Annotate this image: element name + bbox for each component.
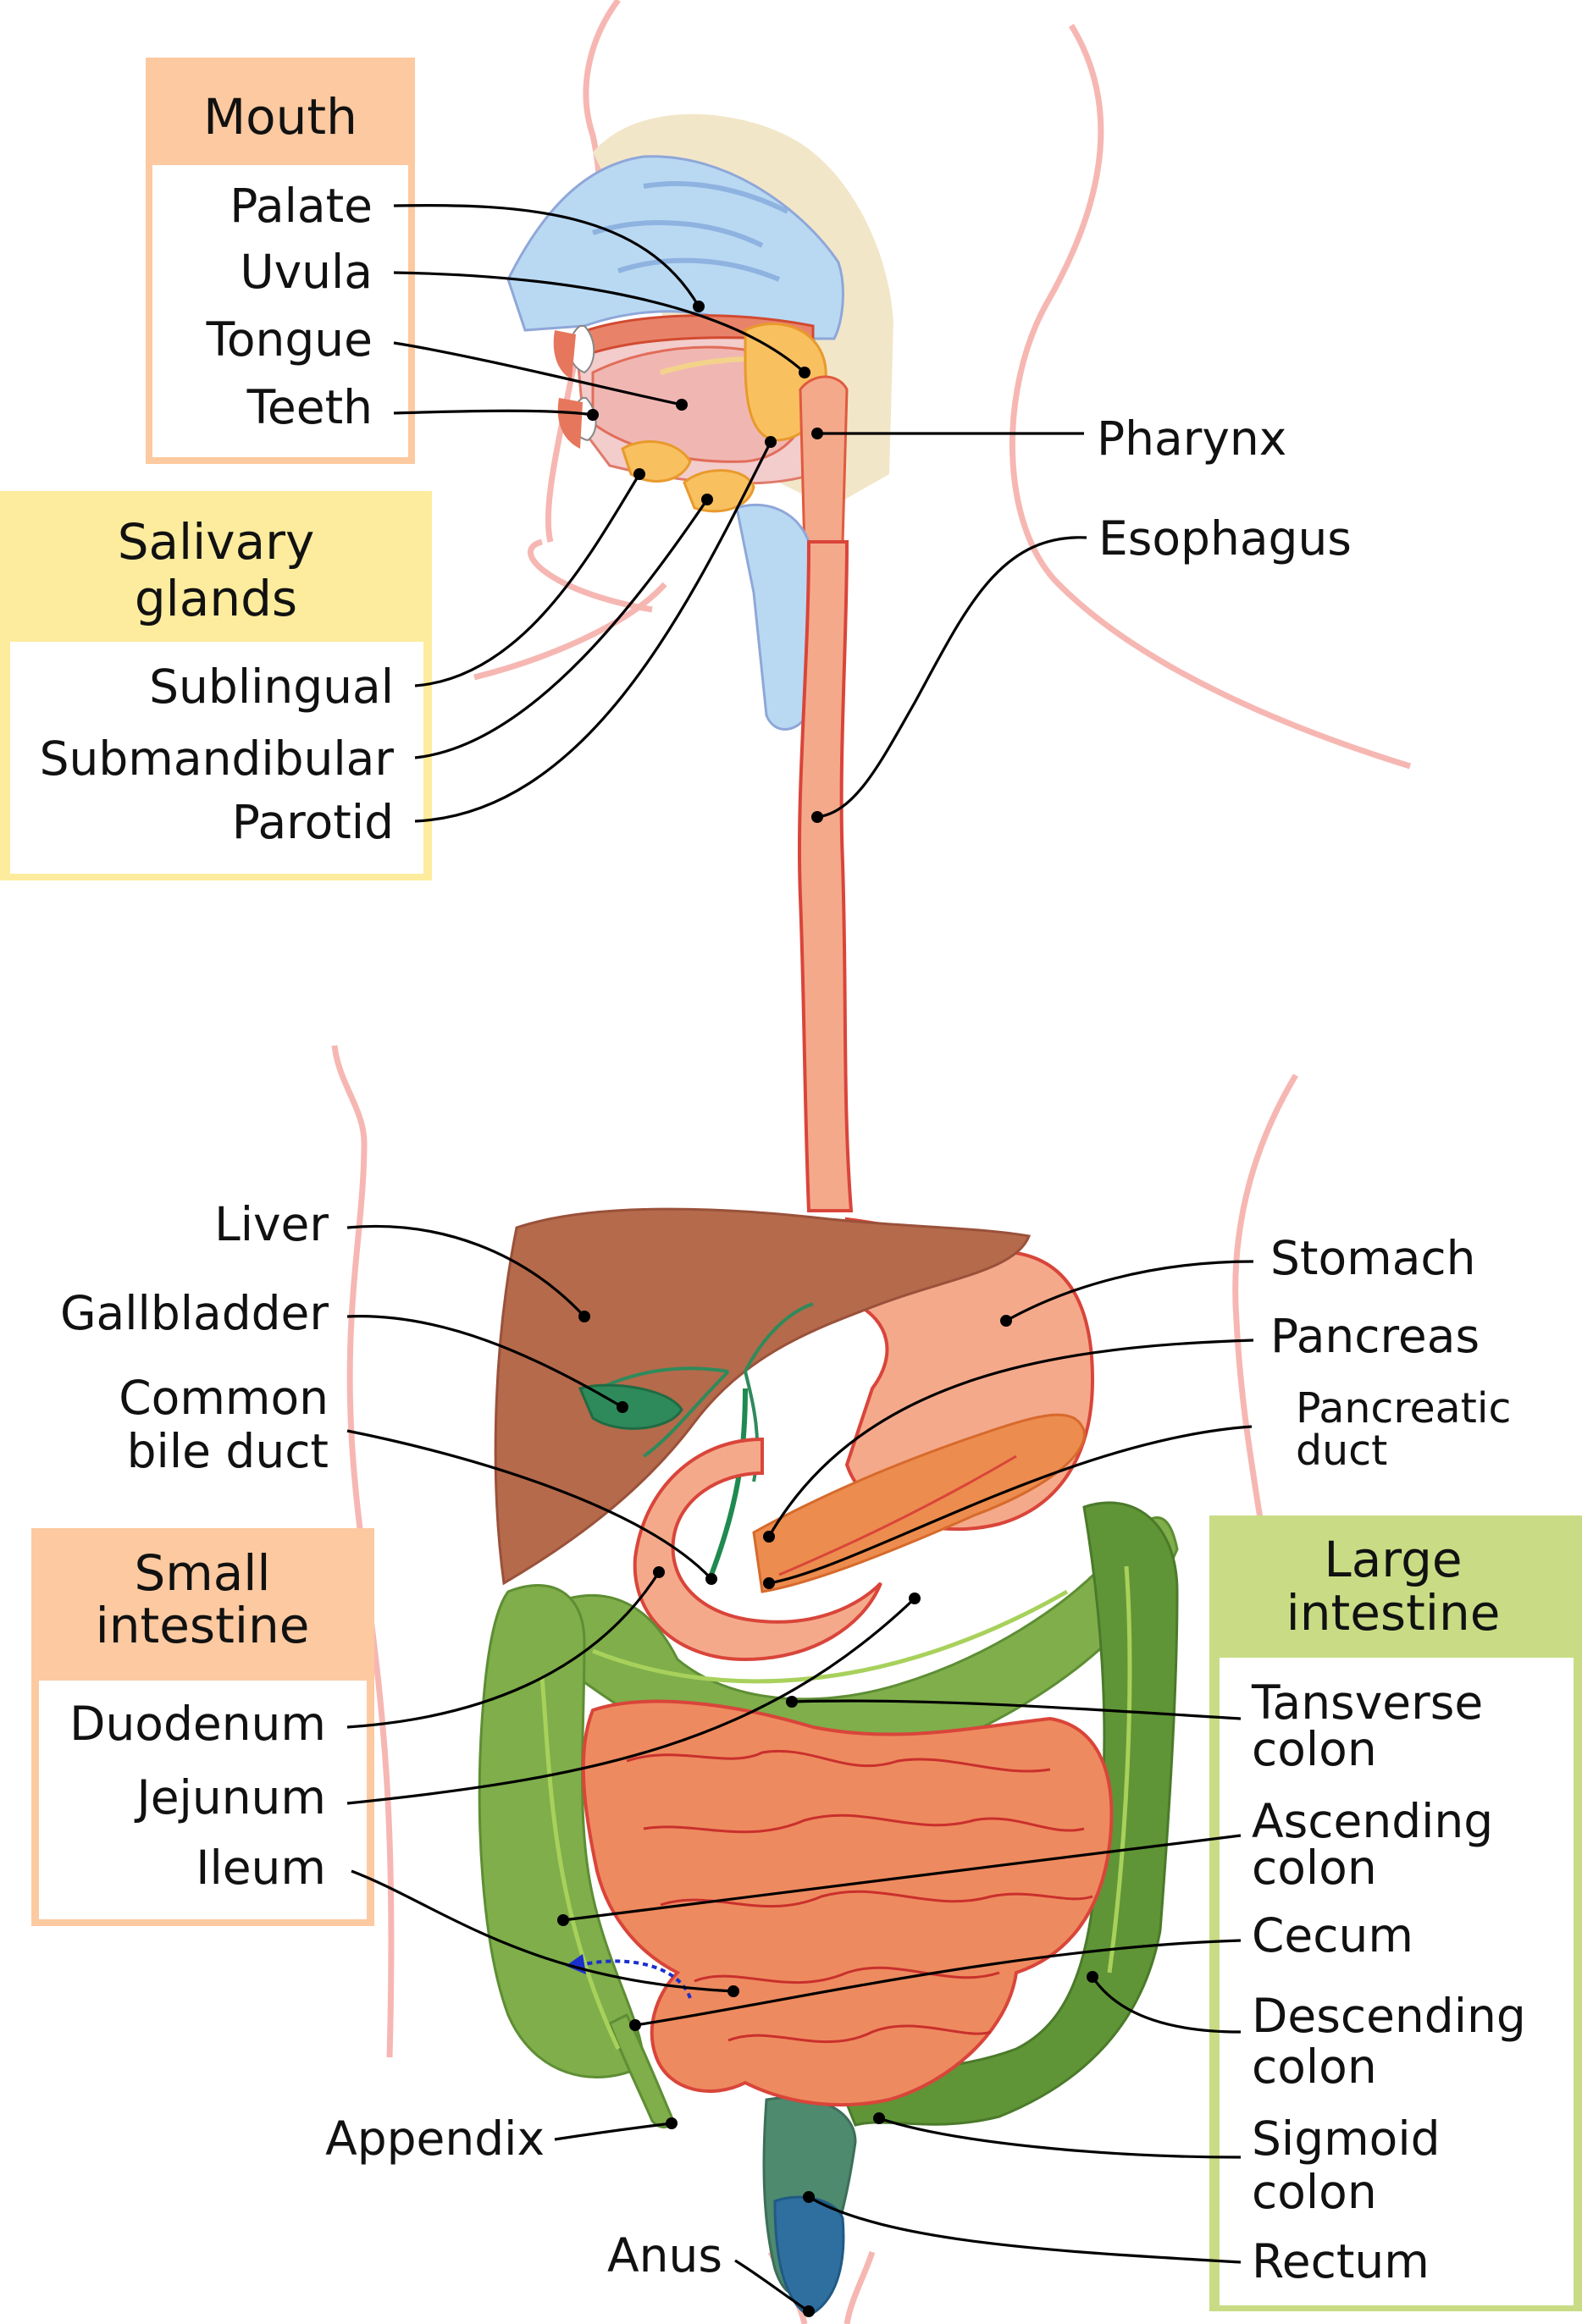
duodenum (633, 1437, 882, 1662)
pharynx (799, 375, 849, 552)
label-transverse-colon-2: colon (1252, 1722, 1377, 1776)
label-rectum: Rectum (1252, 2234, 1430, 2288)
label-common-bile-duct-2: bile duct (127, 1424, 329, 1478)
label-descending-colon-1: Descending (1252, 1989, 1526, 2043)
salivary-title-line1: Salivary (118, 513, 315, 571)
label-submandibular: Submandibular (40, 731, 395, 786)
label-sigmoid-colon-2: colon (1252, 2165, 1377, 2219)
small-intestine-title-line1: Small (134, 1544, 270, 1602)
appendix (608, 2012, 675, 2128)
label-cecum: Cecum (1252, 1908, 1413, 1962)
label-palate: Palate (230, 179, 373, 233)
large-intestine-group: Large intestine Tansverse colon Ascendin… (1209, 1515, 1582, 2311)
label-stomach: Stomach (1270, 1231, 1476, 1285)
small-intestine (566, 1699, 1114, 2107)
label-gallbladder: Gallbladder (60, 1286, 329, 1340)
large-intestine-title-line2: intestine (1286, 1584, 1501, 1642)
pancreas (752, 1413, 1086, 1593)
label-ascending-colon-2: colon (1252, 1841, 1377, 1895)
standalone-labels: Pharynx Esophagus Liver Gallbladder Comm… (60, 411, 1511, 2283)
label-esophagus: Esophagus (1098, 511, 1352, 566)
label-common-bile-duct-1: Common (119, 1371, 329, 1425)
label-tongue: Tongue (206, 312, 373, 367)
label-pancreas: Pancreas (1270, 1309, 1480, 1363)
small-intestine-group: Small intestine Duodenum Jejunum Ileum (31, 1528, 374, 1926)
salivary-group: Salivary glands Sublingual Submandibular… (0, 491, 432, 880)
label-pancreatic-duct-1: Pancreatic (1296, 1384, 1511, 1432)
esophagus (797, 540, 854, 1212)
label-uvula: Uvula (240, 245, 373, 299)
label-liver: Liver (214, 1197, 329, 1251)
label-teeth: Teeth (246, 380, 373, 434)
large-intestine-title-line1: Large (1324, 1531, 1462, 1588)
label-ileum: Ileum (196, 1841, 326, 1895)
common-bile-duct (709, 1388, 748, 1576)
small-intestine-title-line2: intestine (96, 1597, 310, 1654)
label-descending-colon-2: colon (1252, 2040, 1377, 2094)
larynx-trachea (735, 503, 810, 731)
mouth-title: Mouth (203, 88, 357, 146)
mouth-group: Mouth Palate Uvula Tongue Teeth (146, 58, 415, 464)
label-pharynx: Pharynx (1097, 411, 1286, 466)
liver (494, 1207, 1032, 1586)
label-ascending-colon-1: Ascending (1252, 1794, 1493, 1848)
label-jejunum: Jejunum (135, 1770, 327, 1824)
rectum (773, 2195, 845, 2317)
label-sublingual: Sublingual (149, 660, 394, 714)
upper-abdomen-organs (494, 1207, 1095, 1662)
label-pancreatic-duct-2: duct (1296, 1427, 1387, 1475)
head-organs (506, 113, 893, 1212)
label-anus: Anus (607, 2228, 722, 2283)
leader-lines (346, 203, 1254, 2317)
label-appendix: Appendix (325, 2111, 545, 2166)
label-transverse-colon-1: Tansverse (1251, 1675, 1483, 1730)
small-intestine-coils (581, 1699, 1114, 2107)
label-sigmoid-colon-1: Sigmoid (1252, 2111, 1441, 2166)
label-parotid: Parotid (232, 795, 394, 849)
label-duodenum: Duodenum (69, 1697, 326, 1751)
salivary-title-line2: glands (135, 570, 297, 627)
